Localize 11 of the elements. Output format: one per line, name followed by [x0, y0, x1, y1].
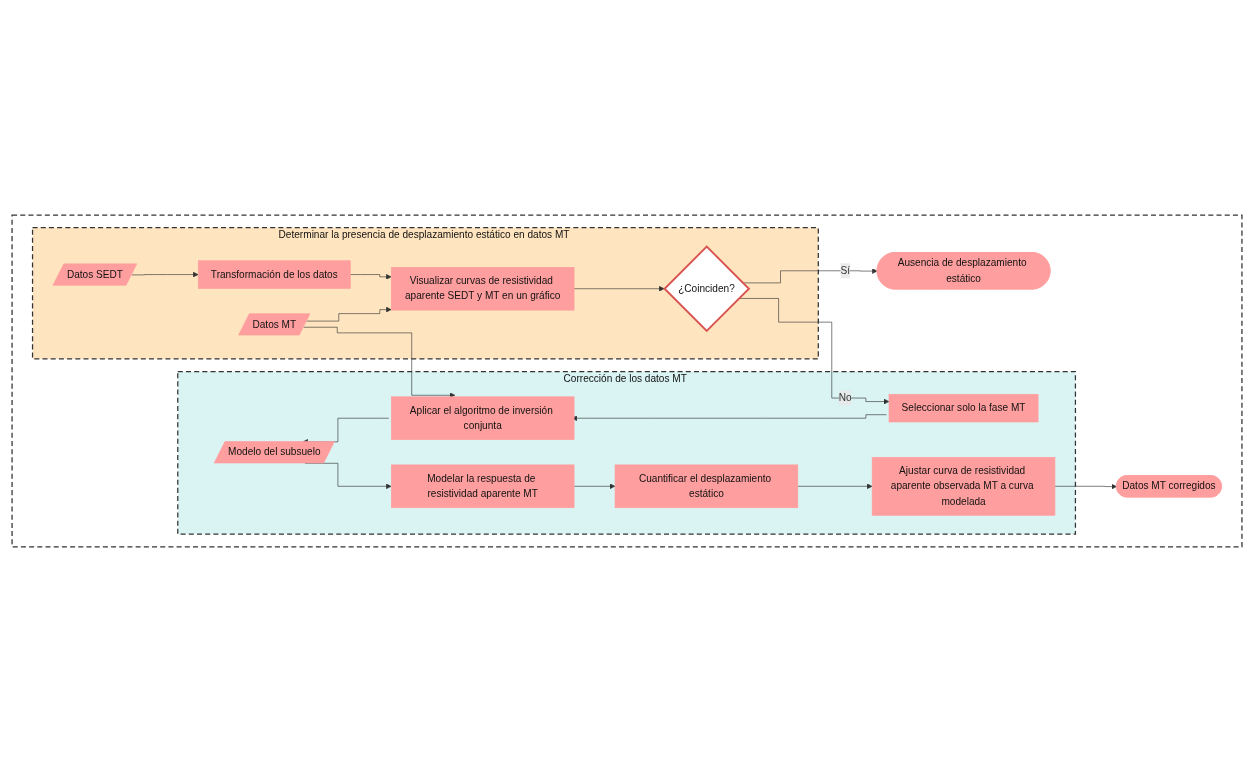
node-box: Aplicar el algoritmo de inversión conjunta [391, 396, 575, 440]
edge-label: Sí [840, 264, 851, 276]
node-box: Ajustar curva de resistividad aparente observada MT a curva modelada [871, 456, 1056, 516]
node-diamond: ¿Coinciden? [663, 244, 751, 332]
edge-label: No [838, 391, 852, 403]
node-box: Modelar la respuesta de resistividad aparente MT [391, 464, 575, 508]
node-box: Cuantificar el desplazamiento estático [614, 464, 799, 508]
node-box: Seleccionar solo la fase MT [888, 393, 1039, 422]
node-box: Transformación de los datos [197, 259, 351, 289]
node-box: Visualizar curvas de resistividad aparente SEDT y MT en un gráfico [391, 266, 575, 311]
cluster [11, 214, 1243, 547]
